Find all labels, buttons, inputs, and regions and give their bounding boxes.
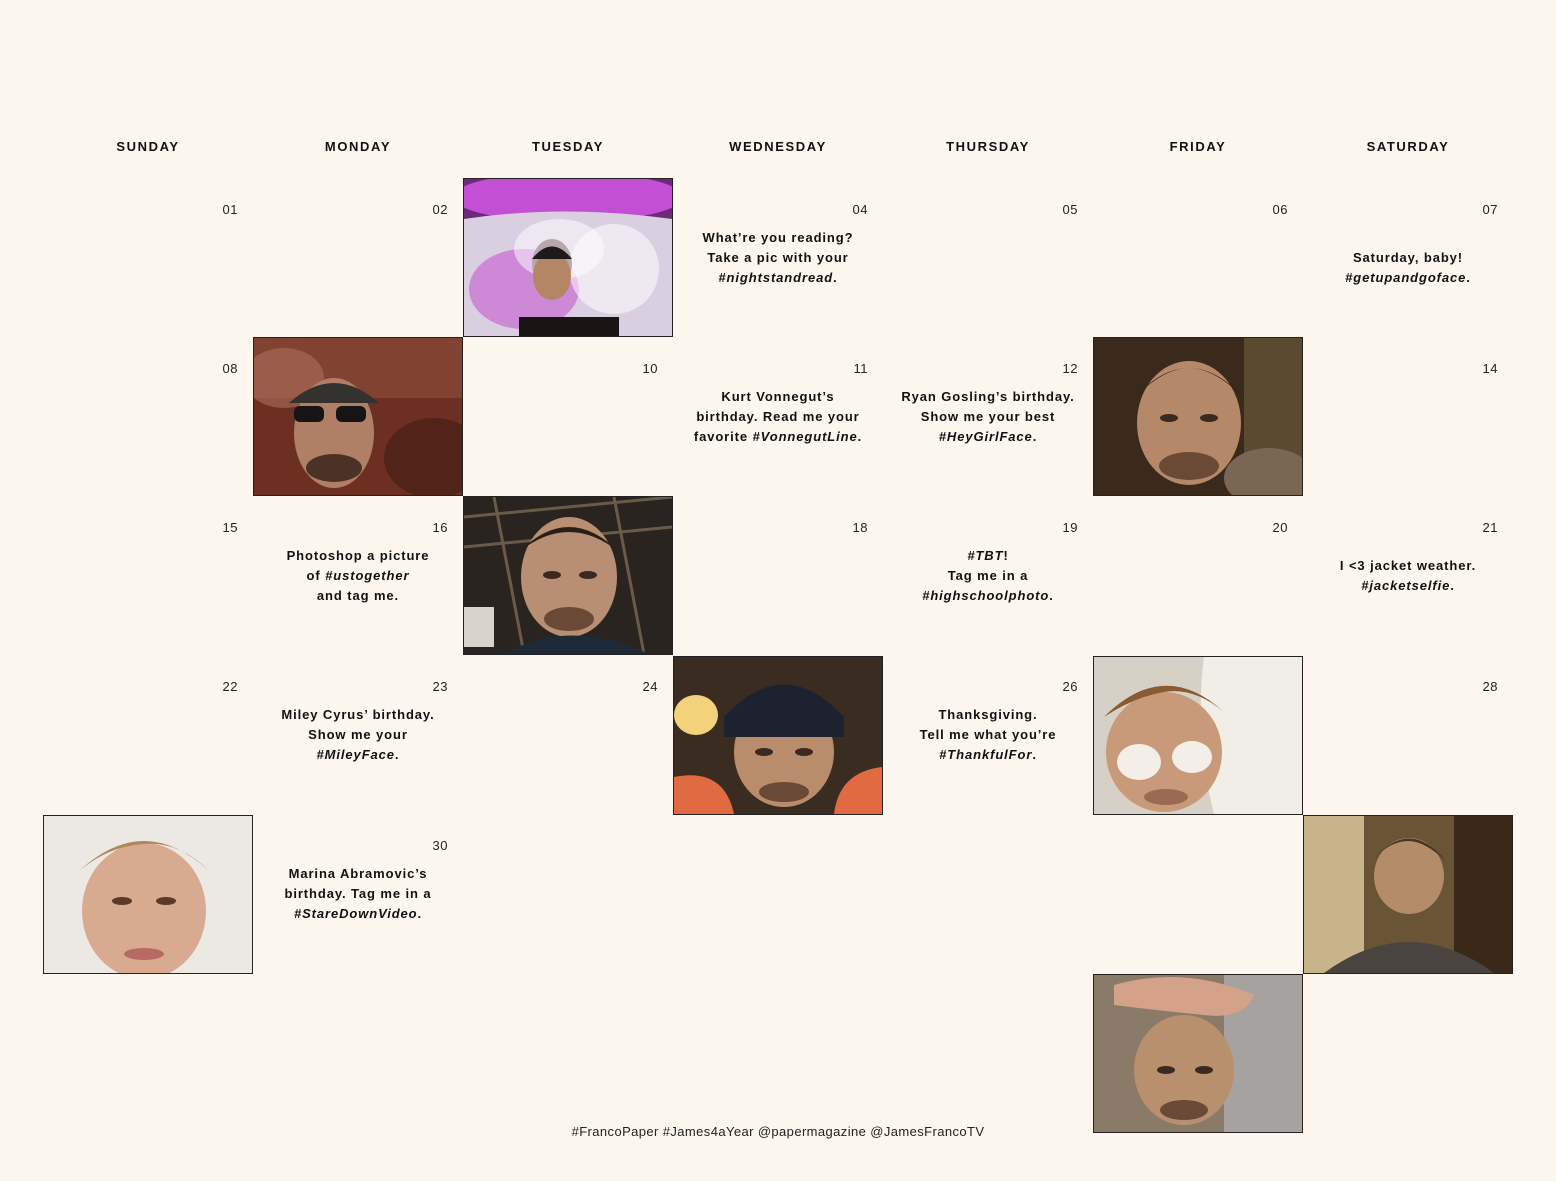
day-cell-15: 15 bbox=[43, 463, 253, 622]
date-number: 08 bbox=[222, 361, 238, 376]
date-number: 12 bbox=[1062, 361, 1078, 376]
weekday-monday: MONDAY bbox=[324, 139, 392, 154]
date-number: 18 bbox=[852, 520, 868, 535]
date-number: 04 bbox=[852, 202, 868, 217]
day-cell-05: 05 bbox=[883, 145, 1093, 304]
day-prompt: #TBT! Tag me in a #highschoolphoto. bbox=[922, 548, 1054, 603]
date-number: 10 bbox=[642, 361, 658, 376]
day-cell-02: 02 bbox=[253, 145, 463, 304]
day-cell-24: 24 bbox=[463, 622, 673, 781]
day-cell-30: 30 Marina Abramovic’s birthday. Tag me i… bbox=[253, 781, 463, 940]
day-cell-20: 20 bbox=[1093, 463, 1303, 622]
date-number: 30 bbox=[432, 838, 448, 853]
hashtag: #jacketselfie bbox=[1361, 578, 1451, 593]
day-cell-01: 01 bbox=[43, 145, 253, 304]
date-number: 24 bbox=[642, 679, 658, 694]
date-number: 06 bbox=[1272, 202, 1288, 217]
weekday-sunday: SUNDAY bbox=[116, 139, 180, 154]
hashtag: #VonnegutLine bbox=[752, 429, 858, 444]
date-number: 14 bbox=[1482, 361, 1498, 376]
day-cell-07: 07 Saturday, baby! #getupandgoface. bbox=[1303, 145, 1513, 304]
date-number: 15 bbox=[222, 520, 238, 535]
date-number: 28 bbox=[1482, 679, 1498, 694]
day-cell-11: 11 Kurt Vonnegut’s birthday. Read me you… bbox=[673, 304, 883, 463]
day-prompt: I <3 jacket weather. #jacketselfie. bbox=[1339, 558, 1477, 593]
weekday-thursday: THURSDAY bbox=[946, 139, 1030, 154]
selfie-photo-saturday-extra bbox=[1303, 815, 1513, 974]
date-number: 05 bbox=[1062, 202, 1078, 217]
selfie-photo-13 bbox=[1093, 337, 1303, 496]
day-prompt: Kurt Vonnegut’s birthday. Read me your f… bbox=[693, 389, 863, 444]
date-number: 22 bbox=[222, 679, 238, 694]
date-number: 21 bbox=[1482, 520, 1498, 535]
date-number: 23 bbox=[432, 679, 448, 694]
day-cell-19: 19 #TBT! Tag me in a #highschoolphoto. bbox=[883, 463, 1093, 622]
day-cell-18: 18 bbox=[673, 463, 883, 622]
date-number: 02 bbox=[432, 202, 448, 217]
selfie-photo-03 bbox=[463, 178, 673, 337]
date-number: 07 bbox=[1482, 202, 1498, 217]
date-number: 01 bbox=[222, 202, 238, 217]
hashtag: #StareDownVideo bbox=[293, 906, 418, 921]
day-prompt: Marina Abramovic’s birthday. Tag me in a… bbox=[284, 866, 432, 921]
selfie-photo-25 bbox=[673, 656, 883, 815]
day-cell-16: 16 Photoshop a picture of #ustogether an… bbox=[253, 463, 463, 622]
selfie-photo-friday-extra bbox=[1093, 974, 1303, 1133]
hashtag: #ustogether bbox=[325, 568, 410, 583]
selfie-photo-17 bbox=[463, 496, 673, 655]
hashtag: #highschoolphoto bbox=[922, 588, 1050, 603]
selfie-photo-29 bbox=[43, 815, 253, 974]
date-number: 16 bbox=[432, 520, 448, 535]
day-cell-22: 22 bbox=[43, 622, 253, 781]
day-cell-06: 06 bbox=[1093, 145, 1303, 304]
day-cell-23: 23 Miley Cyrus’ birthday. Show me your #… bbox=[253, 622, 463, 781]
footer-hashtags: #FrancoPaper #James4aYear @papermagazine… bbox=[571, 1124, 985, 1139]
date-number: 11 bbox=[853, 361, 868, 376]
hashtag: #nightstandread bbox=[718, 270, 834, 285]
day-cell-28: 28 bbox=[1303, 622, 1513, 781]
day-prompt: Photoshop a picture of #ustogether and t… bbox=[286, 548, 430, 603]
selfie-photo-09 bbox=[253, 337, 463, 496]
date-number: 26 bbox=[1062, 679, 1078, 694]
weekday-wednesday: WEDNESDAY bbox=[729, 139, 827, 154]
day-prompt: What’re you reading? Take a pic with you… bbox=[702, 230, 854, 285]
day-cell-21: 21 I <3 jacket weather. #jacketselfie. bbox=[1303, 463, 1513, 622]
weekday-saturday: SATURDAY bbox=[1366, 139, 1450, 154]
day-prompt: Thanksgiving. Tell me what you’re #Thank… bbox=[919, 707, 1057, 762]
day-cell-14: 14 bbox=[1303, 304, 1513, 463]
day-cell-08: 08 bbox=[43, 304, 253, 463]
day-cell-10: 10 bbox=[463, 304, 673, 463]
date-number: 20 bbox=[1272, 520, 1288, 535]
day-cell-04: 04 What’re you reading? Take a pic with … bbox=[673, 145, 883, 304]
selfie-photo-27 bbox=[1093, 656, 1303, 815]
day-cell-26: 26 Thanksgiving. Tell me what you’re #Th… bbox=[883, 622, 1093, 781]
weekday-tuesday: TUESDAY bbox=[531, 139, 605, 154]
weekday-friday: FRIDAY bbox=[1169, 139, 1227, 154]
day-prompt: Miley Cyrus’ birthday. Show me your #Mil… bbox=[281, 707, 435, 762]
day-prompt: Ryan Gosling’s birthday. Show me your be… bbox=[901, 389, 1075, 444]
hashtag: #MileyFace bbox=[316, 747, 395, 762]
day-cell-12: 12 Ryan Gosling’s birthday. Show me your… bbox=[883, 304, 1093, 463]
date-number: 19 bbox=[1062, 520, 1078, 535]
day-prompt: Saturday, baby! #getupandgoface. bbox=[1345, 250, 1471, 285]
hashtag: #ThankfulFor bbox=[939, 747, 1033, 762]
hashtag: #HeyGirlFace bbox=[938, 429, 1033, 444]
hashtag: #TBT bbox=[967, 548, 1004, 563]
hashtag: #getupandgoface bbox=[1345, 270, 1467, 285]
